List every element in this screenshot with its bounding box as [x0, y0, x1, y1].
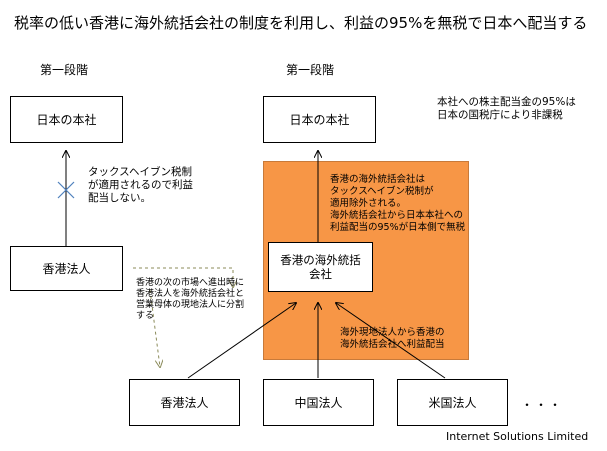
split-arrow-down: [149, 289, 160, 367]
left-head-office-box: 日本の本社: [10, 96, 123, 143]
right-head-office-label: 日本の本社: [289, 113, 350, 127]
dividend-note: 本社への株主配当金の95%は 日本の国税庁により非課税: [437, 96, 576, 121]
hq-box-label: 香港の海外統括 会社: [280, 253, 361, 281]
left-stage-heading: 第一段階: [40, 63, 89, 77]
sub-hk-box: 香港法人: [129, 379, 240, 426]
hk-sub-arrow: [187, 303, 296, 379]
split-note: 香港の次の市場へ進出時に 香港法人を海外統括会社と 営業母体の現地法人に分割 す…: [136, 278, 245, 321]
left-hk-corp-label: 香港法人: [42, 262, 91, 276]
subsidiary-note: 海外現地法人から香港の 海外統括会社へ利益配当: [340, 327, 445, 350]
sub-cn-box: 中国法人: [263, 379, 374, 426]
sub-hk-label: 香港法人: [160, 396, 209, 410]
us-sub-arrow: [336, 303, 446, 379]
more-ellipsis: ・・・: [521, 398, 564, 412]
blocked-cross-icon: [57, 181, 75, 199]
sub-us-box: 米国法人: [397, 379, 508, 426]
right-stage-heading: 第一段階: [286, 63, 335, 77]
left-hk-corp-box: 香港法人: [10, 246, 123, 291]
diagram-title: 税率の低い香港に海外統括会社の制度を利用し、利益の95%を無税で日本へ配当する: [14, 14, 588, 32]
right-head-office-box: 日本の本社: [263, 96, 376, 143]
sub-cn-label: 中国法人: [294, 396, 343, 410]
hq-box: 香港の海外統括 会社: [268, 242, 373, 292]
left-head-office-label: 日本の本社: [36, 113, 97, 127]
company-name: Internet Solutions Limited: [446, 430, 589, 443]
blocked-note: タックスヘイブン税制 が適用されるので利益 配当しない。: [88, 166, 193, 204]
excluded-note: 香港の海外統括会社は タックスヘイブン税制が 適用除外される。 海外統括会社から…: [330, 174, 466, 233]
sub-us-label: 米国法人: [428, 396, 477, 410]
